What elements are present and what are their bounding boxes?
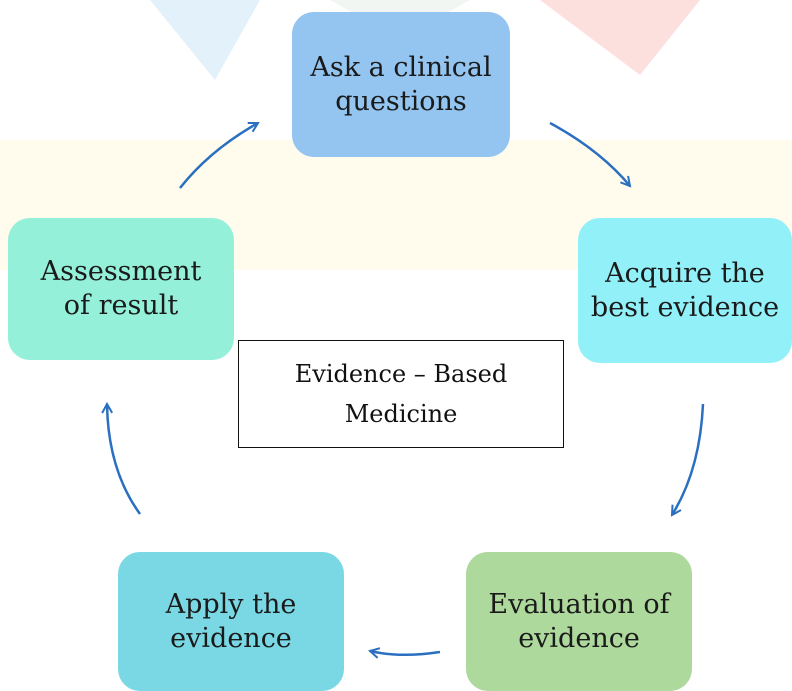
node-apply-the-evidence: Apply the evidence <box>118 552 344 691</box>
node-acquire-label: Acquire the best evidence <box>590 257 780 323</box>
center-title-line-2: Medicine <box>344 400 458 428</box>
center-title-line-1: Evidence – Based <box>294 360 508 388</box>
node-acquire-best-evidence: Acquire the best evidence <box>578 218 792 363</box>
watermark-red-shape <box>540 0 700 75</box>
node-assessment-of-result: Assessment of result <box>8 218 234 360</box>
node-apply-label: Apply the evidence <box>165 588 297 654</box>
node-evaluation-of-evidence: Evaluation of evidence <box>466 552 692 691</box>
center-title-box: Evidence – Based Medicine <box>238 340 564 448</box>
watermark-blue-shape <box>150 0 260 80</box>
node-assessment-label: Assessment of result <box>40 256 202 321</box>
node-evaluation-label: Evaluation of evidence <box>488 588 670 654</box>
node-ask-clinical-questions: Ask a clinical questions <box>292 12 510 157</box>
node-ask-label: Ask a clinical questions <box>310 51 492 117</box>
